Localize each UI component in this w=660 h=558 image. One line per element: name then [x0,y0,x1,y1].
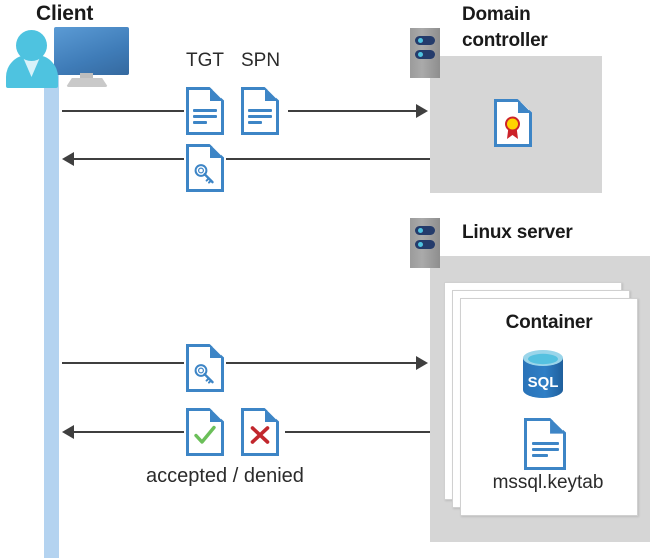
client-workstation-icon [0,0,140,95]
flow-dc-to-client-line-right [226,158,430,160]
container-title: Container [505,312,593,333]
flow-dc-to-client-arrowhead [62,152,74,166]
flow-linux-to-client-arrowhead [62,425,74,439]
request-key-document-icon [186,344,224,392]
check-icon [194,425,216,444]
domain-controller-title: Domain controller [462,2,612,54]
monitor-base-icon [66,78,108,87]
spn-document-icon [241,87,279,135]
server-bay-icon [415,50,435,59]
monitor-screen-icon [54,27,129,75]
tgt-document-icon [186,87,224,135]
accepted-document-icon [186,408,224,456]
key-icon [194,164,214,184]
tgt-label: TGT [186,50,224,71]
client-title: Client [36,2,94,25]
server-bay-icon [415,240,435,249]
accepted-denied-label: accepted / denied [146,465,304,487]
server-bay-icon [415,36,435,45]
user-head-icon [16,30,47,61]
sql-database-icon: SQL [521,348,565,405]
certificate-icon [494,99,532,147]
container-card-front: Container [460,298,638,516]
key-icon [194,364,214,384]
flow-client-to-linux-line-right [226,362,418,364]
client-lifeline [44,64,59,558]
domain-controller-title-line1: Domain [462,4,531,25]
flow-client-to-dc-line-left [62,110,184,112]
server-bay-icon [415,226,435,235]
denied-document-icon [241,408,279,456]
linux-server-title: Linux server [462,222,573,243]
flow-client-to-dc-arrowhead [416,104,428,118]
flow-linux-to-client-line-left [74,431,184,433]
linux-server-server-icon [410,218,440,268]
flow-client-to-linux-arrowhead [416,356,428,370]
flow-client-to-linux-line-left [62,362,184,364]
domain-controller-server-icon [410,28,440,78]
spn-label: SPN [241,50,281,71]
certificate-seal-icon [505,116,520,139]
keytab-document-icon [524,418,566,470]
sql-label: SQL [528,374,559,391]
x-icon [250,426,270,444]
flow-dc-to-client-line-left [74,158,184,160]
flow-linux-to-client-line-right [285,431,430,433]
domain-controller-title-line2: controller [462,30,548,51]
ticket-key-document-icon [186,144,224,192]
keytab-filename-label: mssql.keytab [492,472,604,493]
flow-client-to-dc-line-right [288,110,418,112]
